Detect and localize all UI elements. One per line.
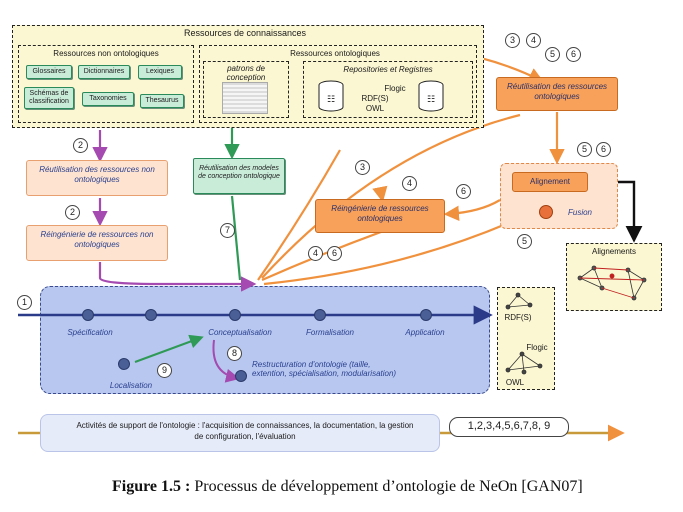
database-icon: ☷ [418, 80, 444, 112]
ontology-graph-icon [505, 292, 533, 310]
patrons-thumbnail [222, 82, 268, 114]
step-badge: 2 [73, 138, 88, 153]
svg-text:☷: ☷ [427, 95, 435, 105]
step-badge: 6 [456, 184, 471, 199]
step-badge: 6 [566, 47, 581, 62]
repo-flogic: Flogic [384, 84, 406, 93]
repositories-box [303, 61, 473, 118]
step-badge: 6 [327, 246, 342, 261]
glossaires-tag: Glossaires [26, 65, 72, 79]
format-rdfs: RDF(S) [504, 313, 532, 322]
reutil-onto-box: Réutilisation des ressources ontologique… [496, 77, 618, 111]
fusion-label: Fusion [567, 208, 592, 217]
support-activities-box [40, 414, 440, 452]
phase-dot [229, 309, 241, 321]
phase-dot [314, 309, 326, 321]
alignment-graph-icon [577, 265, 647, 301]
onto-resources-panel [199, 45, 477, 123]
database-icon: ☷ [318, 80, 344, 112]
taxonomies-tag: Taxonomies [82, 92, 134, 106]
support-activities-text: Activités de support de l'ontologie : l'… [76, 421, 414, 441]
step-badge: 3 [505, 33, 520, 48]
non-onto-resources-panel [18, 45, 194, 123]
step-badge: 5 [545, 47, 560, 62]
step-badge: 1 [17, 295, 32, 310]
step-badge: 7 [220, 223, 235, 238]
figure-caption-text: Processus de développement d’ontologie d… [190, 478, 583, 495]
dictionnaires-tag: Dictionnaires [78, 65, 130, 79]
phase-dot [145, 309, 157, 321]
step-badge: 8 [227, 346, 242, 361]
step-badge: 6 [596, 142, 611, 157]
reutil-modeles-box: Réutilisation des modeles de conception … [193, 158, 285, 194]
schemas-tag: Schémas de classification [24, 87, 74, 109]
repositories-title: Repositories et Registres [343, 65, 433, 74]
onto-resources-title: Ressources ontologiques [290, 49, 380, 58]
alignement-box: Alignement [512, 172, 588, 192]
svg-text:☷: ☷ [327, 95, 335, 105]
step-badge: 3 [355, 160, 370, 175]
repo-rdfs: RDF(S) [361, 94, 389, 103]
patrons-box [203, 61, 289, 118]
patrons-label: patrons de conception [226, 64, 266, 82]
phase-application: Application [405, 328, 445, 337]
step-badge: 9 [157, 363, 172, 378]
phase-formalisation: Formalisation [305, 328, 354, 337]
format-flogic: Flogic [526, 343, 548, 352]
reing-non-onto-box: Réingénierie de ressources non ontologiq… [26, 225, 168, 261]
reing-onto-box: Réingénierie de ressources ontologiques [315, 199, 445, 233]
step-badge: 5 [517, 234, 532, 249]
all-steps-badge: 1,2,3,4,5,6,7,8, 9 [449, 417, 569, 437]
repo-owl: OWL [365, 104, 385, 113]
phase-dot [235, 370, 247, 382]
phase-dot [82, 309, 94, 321]
thesaurus-tag: Thesaurus [140, 94, 184, 108]
figure-caption-label: Figure 1.5 : [112, 478, 191, 495]
phase-dot [118, 358, 130, 370]
step-badge: 4 [308, 246, 323, 261]
phase-specification: Spécification [67, 328, 113, 337]
step-badge: 2 [65, 205, 80, 220]
lexiques-tag: Lexiques [138, 65, 182, 79]
phase-localisation: Localisation [109, 381, 153, 390]
ontology-graph-icon [505, 351, 543, 375]
non-onto-resources-title: Ressources non ontologiques [53, 49, 159, 58]
step-badge: 5 [577, 142, 592, 157]
reutil-non-onto-box: Réutilisation des ressources non ontolog… [26, 160, 168, 196]
step-badge: 4 [526, 33, 541, 48]
alignements-output-title: Alignements [591, 247, 637, 256]
format-owl: OWL [505, 378, 525, 387]
figure-caption: Figure 1.5 : Processus de développement … [112, 478, 583, 496]
phase-dot [420, 309, 432, 321]
phase-restructuration: Restructuration d'ontologie (taille, ext… [252, 360, 397, 378]
phase-conceptualisation: Conceptualisation [208, 328, 272, 337]
step-badge: 4 [402, 176, 417, 191]
fusion-dot [539, 205, 553, 219]
knowledge-resources-title: Ressources de connaissances [183, 28, 307, 38]
